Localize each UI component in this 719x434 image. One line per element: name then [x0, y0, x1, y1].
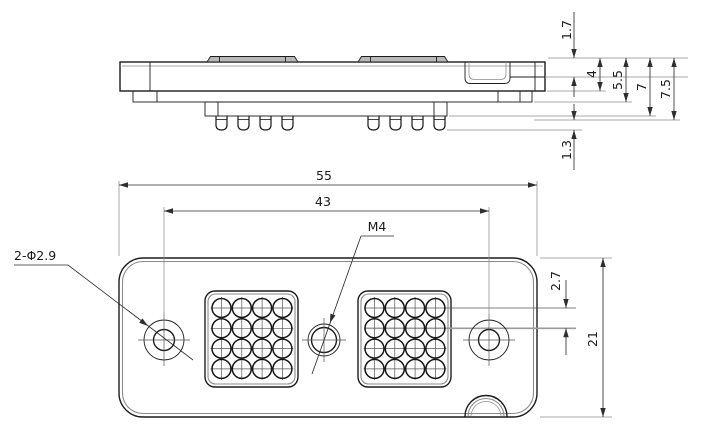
pin-contact [231, 297, 253, 319]
pin-contact [251, 338, 273, 359]
pin-lead [389, 116, 402, 131]
pin-contact [251, 358, 273, 380]
side-notch-pocket [464, 62, 511, 84]
front-body-inner-line [121, 260, 535, 415]
pin-contact [231, 318, 253, 339]
dim-2-7: 2.7 [548, 271, 563, 291]
pin-lead [411, 116, 424, 131]
pin-contact [211, 338, 232, 359]
pin-contact [404, 297, 426, 319]
pin-contact [364, 358, 385, 380]
pin-contact [425, 358, 446, 380]
front-dimension-lines [119, 184, 604, 417]
pin-contact [272, 358, 293, 380]
pin-contact [251, 297, 273, 319]
side-pin-carrier [204, 101, 448, 117]
pin-contact [425, 318, 446, 339]
pin-contact [272, 297, 293, 319]
side-body-band [132, 90, 533, 103]
pin-lead [367, 116, 380, 131]
pin-grid-left-box [204, 290, 299, 388]
pin-lead [215, 116, 228, 131]
mount-hole-leader [14, 264, 194, 361]
front-extension-lines [118, 181, 612, 418]
pin-grids [210, 297, 447, 380]
pin-contact [364, 297, 385, 319]
pin-contact [384, 297, 406, 319]
dim-1-7: 1.7 [559, 20, 574, 40]
leader-lines [14, 235, 394, 375]
label-m4: M4 [368, 219, 387, 234]
dim-43: 43 [315, 194, 331, 209]
pin-contact [364, 318, 385, 339]
mount-hole-right [463, 314, 515, 366]
pin-lead [433, 116, 446, 131]
side-bump-left [206, 56, 299, 63]
pin-contact [404, 318, 426, 339]
pin-contact [231, 338, 253, 359]
pin-contact [425, 297, 446, 319]
dim-7-5: 7.5 [658, 79, 673, 99]
mount-hole-left [138, 314, 190, 366]
side-extension-lines [447, 57, 688, 131]
pin-grid-right-box [357, 290, 452, 388]
pin-contact [211, 297, 232, 319]
pin-contact [425, 338, 446, 359]
pin-lead [259, 116, 272, 131]
pin-contact [211, 358, 232, 380]
dim-4: 4 [584, 70, 599, 78]
dim-55: 55 [316, 168, 332, 183]
pin-contact [384, 318, 406, 339]
pin-contact [404, 358, 426, 380]
pin-contact [272, 318, 293, 339]
side-bump-right [357, 56, 449, 63]
side-pins [215, 116, 446, 131]
front-view: 55 43 M4 2-Φ2.9 2.7 21 [14, 168, 612, 418]
pin-contact [251, 318, 273, 339]
dim-7: 7 [634, 83, 649, 91]
pin-contact [364, 338, 385, 359]
bottom-notch [464, 394, 508, 417]
pin-lead [237, 116, 250, 131]
dim-5-5: 5.5 [610, 70, 625, 90]
thread-leader [311, 235, 362, 375]
label-mount-holes: 2-Φ2.9 [14, 248, 56, 263]
pin-contact [384, 338, 406, 359]
pin-contact [272, 338, 293, 359]
dim-1-3: 1.3 [559, 140, 574, 160]
dim-21: 21 [585, 331, 600, 347]
pin-contact [404, 338, 426, 359]
pin-contact [231, 358, 253, 380]
pin-contact [384, 358, 406, 380]
dimension-arrowheads [119, 49, 677, 417]
front-body-outline [118, 257, 538, 418]
side-view: 1.7 1.3 4 5.5 7 7.5 [119, 12, 688, 170]
pin-contact [211, 318, 232, 339]
pin-lead [281, 116, 294, 131]
